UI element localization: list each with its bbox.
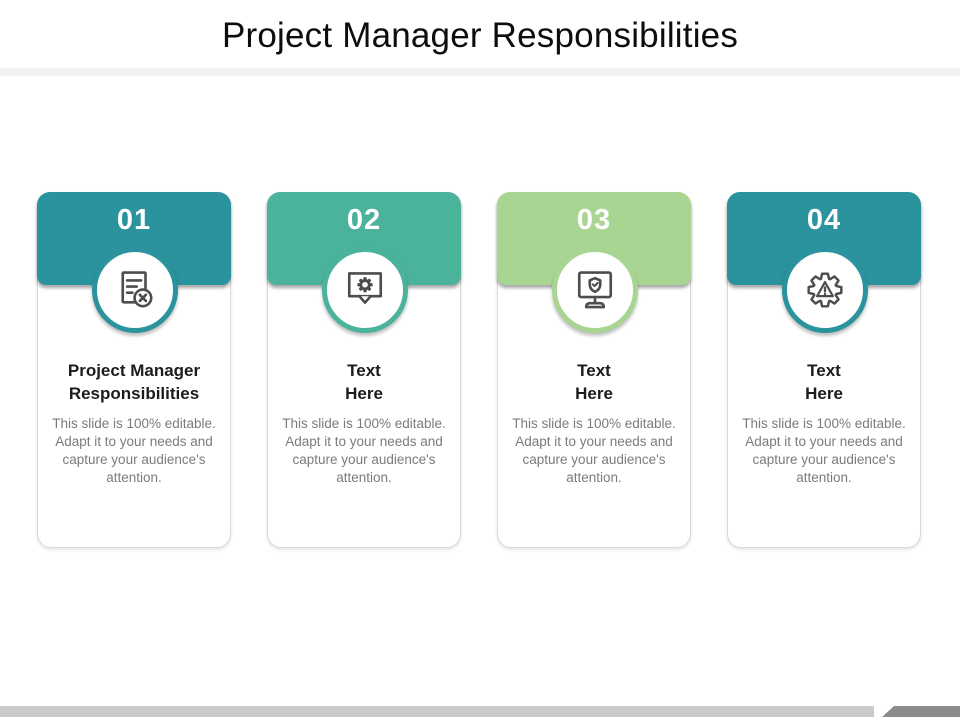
card-04: 04 Text Here This slide is 100% editable…: [727, 192, 921, 548]
card-03-text: Text Here This slide is 100% editable. A…: [508, 359, 680, 487]
card-03-icon-circle: [552, 247, 638, 333]
card-02: 02 Text Here This slide is 100% editable…: [267, 192, 461, 548]
card-03: 03 Text Here This slide is 100% editable…: [497, 192, 691, 548]
card-01-description: This slide is 100% editable. Adapt it to…: [52, 416, 216, 485]
card-03-description: This slide is 100% editable. Adapt it to…: [512, 416, 676, 485]
card-03-title: Text Here: [575, 361, 613, 403]
page-title: Project Manager Responsibilities: [221, 16, 739, 55]
card-02-description: This slide is 100% editable. Adapt it to…: [282, 416, 446, 485]
card-04-icon-circle: [782, 247, 868, 333]
card-03-number: 03: [576, 204, 612, 236]
card-04-number: 04: [806, 204, 842, 236]
title-divider: [0, 68, 960, 76]
card-01-title: Project Manager Responsibilities: [67, 361, 201, 403]
card-01-icon-circle: [92, 247, 178, 333]
card-01-number: 01: [116, 204, 152, 236]
gear-speech-bubble-icon: [347, 272, 383, 304]
card-02-text: Text Here This slide is 100% editable. A…: [278, 359, 450, 487]
card-04-title: Text Here: [805, 361, 843, 403]
card-02-number: 02: [346, 204, 382, 236]
card-02-icon-circle: [322, 247, 408, 333]
card-04-text: Text Here This slide is 100% editable. A…: [738, 359, 910, 487]
gear-warning-icon: [807, 272, 843, 308]
card-01-text: Project Manager Responsibilities This sl…: [48, 359, 220, 487]
footer-bar-light: [0, 706, 874, 717]
card-04-description: This slide is 100% editable. Adapt it to…: [742, 416, 906, 485]
monitor-shield-icon: [577, 271, 613, 309]
footer-bar-dark: [882, 706, 960, 717]
card-01: 01 Project Manager Responsibilities This…: [37, 192, 231, 548]
card-02-header: 02: [267, 192, 461, 285]
card-02-title: Text Here: [345, 361, 383, 403]
document-cancel-icon: [121, 271, 153, 308]
